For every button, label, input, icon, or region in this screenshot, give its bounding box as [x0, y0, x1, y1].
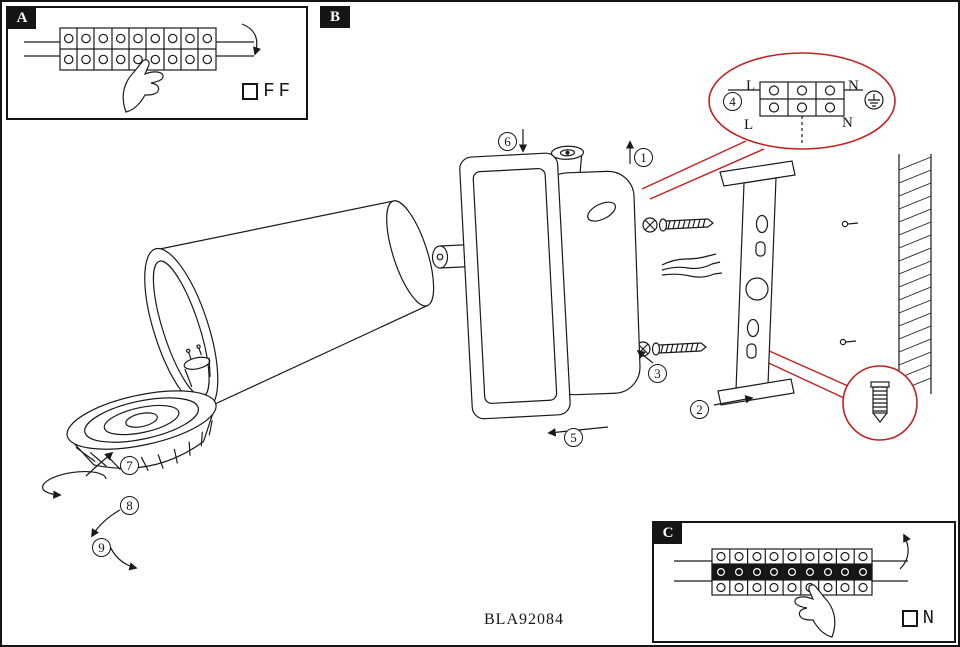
- callout-leader: [641, 140, 747, 190]
- turn-on-arrow-icon: [899, 533, 911, 570]
- arrow-upleft-icon: [636, 349, 654, 364]
- panel-a-label: A: [8, 8, 36, 29]
- wiring-callout: [708, 52, 896, 150]
- step-number: 8: [126, 497, 133, 513]
- step-number: 6: [504, 133, 511, 149]
- step-marker-7: 7: [120, 456, 139, 475]
- panel-a: A FF: [6, 6, 308, 120]
- rotate-arrow-icon: [107, 541, 138, 571]
- step-marker-5: 5: [564, 428, 583, 447]
- square-o-icon: [901, 609, 918, 627]
- step-marker-3: 3: [648, 364, 667, 383]
- front-plate: [459, 152, 571, 420]
- anchor-callout: [757, 345, 918, 441]
- step-marker-2: 2: [690, 400, 709, 419]
- spot-bulb: [66, 344, 217, 472]
- panel-b-label: B: [320, 6, 350, 28]
- on-letters: N: [922, 607, 938, 629]
- terminal-block-icon: [728, 81, 863, 144]
- step-number: 9: [98, 539, 105, 555]
- step-number: 5: [570, 429, 577, 445]
- panel-c: C N: [652, 521, 956, 643]
- terminal-label-n-top: N: [848, 78, 859, 94]
- wall-screw-icon: [839, 220, 859, 346]
- on-switch-drawing: [674, 533, 911, 638]
- step-number: 1: [640, 149, 647, 165]
- step-marker-1: 1: [634, 148, 653, 167]
- callout-leader: [649, 148, 765, 200]
- twist-ellipse-arrow-icon: [42, 470, 107, 499]
- step-marker-8: 8: [120, 496, 139, 515]
- step-number: 2: [696, 401, 703, 417]
- mounting-bracket: [717, 160, 796, 406]
- mounting-screw-bottom: [635, 341, 707, 357]
- supply-wires: [661, 253, 723, 278]
- mounting-screw-top: [642, 217, 714, 233]
- finger-icon: [794, 584, 836, 638]
- bulb-base: [183, 344, 211, 388]
- square-o-icon: [242, 82, 259, 100]
- keyhole-slot: [587, 201, 617, 222]
- step-arrows: [42, 129, 754, 571]
- on-indicator: N: [901, 607, 938, 629]
- rotate-arrow-icon: [91, 509, 121, 538]
- step-number: 3: [654, 365, 661, 381]
- arrow-right-icon: [713, 395, 754, 406]
- rotate-arrow-icon: [85, 451, 114, 477]
- step-marker-9: 9: [92, 538, 111, 557]
- terminal-label-n-bottom: N: [842, 115, 853, 131]
- terminal-label-l-top: L: [746, 78, 756, 94]
- turn-off-arrow-icon: [241, 23, 262, 56]
- finger-icon: [122, 59, 164, 113]
- terminal-strip-icon: [674, 548, 908, 596]
- step-marker-6: 6: [498, 132, 517, 151]
- step-number: 7: [126, 457, 133, 473]
- ground-icon: [864, 90, 884, 110]
- model-number: BLA92084: [484, 611, 564, 628]
- panel-c-label: C: [654, 523, 682, 544]
- terminal-label-l-bottom: L: [744, 117, 754, 133]
- off-switch-drawing: [24, 23, 262, 113]
- off-indicator: FF: [242, 80, 294, 102]
- off-letters: FF: [263, 80, 294, 102]
- step-number: 4: [729, 93, 736, 109]
- wall-section: [898, 154, 932, 394]
- lamp-shade: [144, 200, 435, 410]
- terminal-strip-icon: [24, 27, 254, 71]
- wall-plug-icon: [870, 381, 890, 423]
- step-marker-4: 4: [723, 92, 742, 111]
